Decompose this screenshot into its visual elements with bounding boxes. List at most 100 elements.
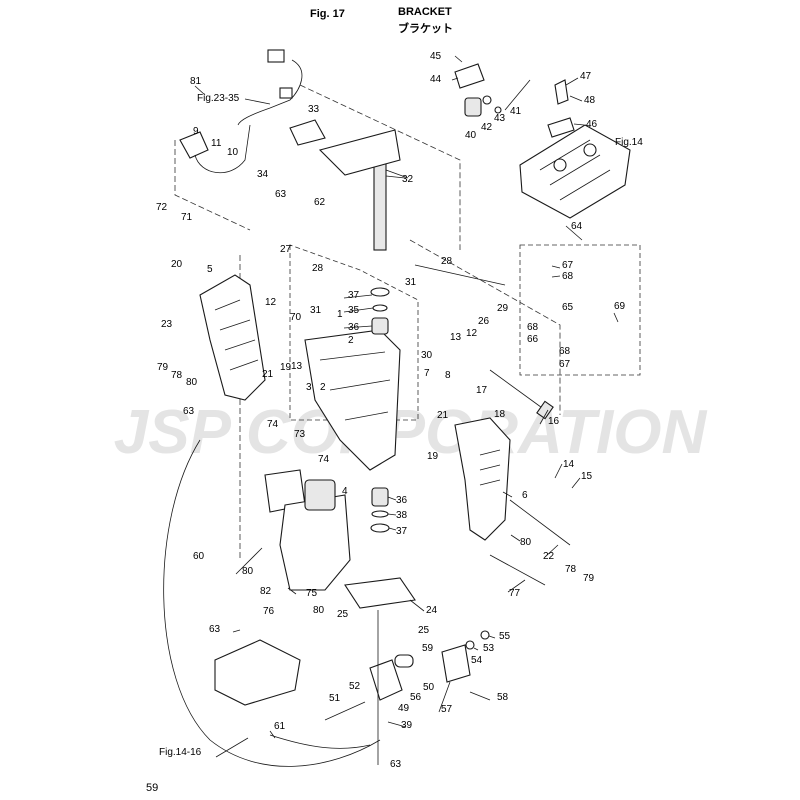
trim-unit-housing [519,124,631,219]
callout-10: 10 [227,147,239,158]
callout-18: 18 [494,409,506,420]
callout-80-swivel: 80 [242,566,254,577]
steering-arm [318,129,401,176]
callout-2-lower: 2 [320,382,326,393]
trim-sensor [179,131,209,159]
callout-39: 39 [401,720,413,731]
callout-25-right: 25 [418,625,430,636]
callout-27: 27 [280,244,292,255]
callout-4: 4 [342,486,348,497]
callout-68-b: 68 [527,322,539,333]
callout-41: 41 [510,106,522,117]
callout-68-c: 68 [559,346,571,357]
tilt-cylinder [279,494,351,591]
trim-unit-port-a [553,158,567,172]
rod-26 [414,264,506,286]
callout-51: 51 [329,693,341,704]
callout-40: 40 [465,130,477,141]
callout-50: 50 [423,682,435,693]
bolt-51 [324,701,366,721]
bracket-57 [441,644,471,683]
callout-44: 44 [430,74,442,85]
callout-47: 47 [580,71,592,82]
clamp-bracket-right [454,417,511,541]
callout-19-right: 19 [427,451,439,462]
callout-22: 22 [543,551,555,562]
callout-15: 15 [581,471,593,482]
callout-7: 7 [424,368,430,379]
swivel-bracket-detail [319,351,391,421]
callout-14: 14 [563,459,575,470]
callout-21-right: 21 [437,410,449,421]
callout-3: 3 [306,382,312,393]
callout-5: 5 [207,264,213,275]
nut-43 [494,106,502,114]
connector-plug [267,49,285,63]
callout-59: 59 [422,643,434,654]
callout-2-upper: 2 [348,335,354,346]
callout-8: 8 [445,370,451,381]
callout-20: 20 [171,259,183,270]
page-title-japanese: ブラケット [398,23,453,35]
callout-67-lower: 67 [559,359,571,370]
callout-49: 49 [398,703,410,714]
figure-number: Fig. 17 [310,8,345,20]
callout-66: 66 [527,334,539,345]
page-number: 59 [146,782,159,794]
right-guide [409,239,561,415]
callout-12-left: 12 [265,297,277,308]
callout-54: 54 [471,655,483,666]
grommet-59 [394,654,414,668]
trim-unit-port-b [583,143,597,157]
callout-36-lower: 36 [396,495,408,506]
callout-64: 64 [571,221,583,232]
callout-45: 45 [430,51,442,62]
callout-37-upper: 37 [348,290,360,301]
upper-left-guide [174,140,251,231]
callout-63-lower: 63 [209,624,221,635]
callout-61: 61 [274,721,286,732]
callout-52: 52 [349,681,361,692]
stopper-plate [344,577,416,609]
ref-fig14-16: Fig.14-16 [159,747,202,758]
callout-43: 43 [494,113,506,124]
bushing-40 [464,97,482,117]
callout-1: 1 [337,309,343,320]
callout-79-left: 79 [157,362,169,373]
callout-71: 71 [181,212,193,223]
callout-11: 11 [211,138,222,149]
cable-61 [269,734,371,749]
clamp-44 [454,63,485,89]
callout-80-left: 80 [186,377,198,388]
callout-62: 62 [314,197,326,208]
callout-53: 53 [483,643,495,654]
callout-46: 46 [586,119,598,130]
callout-31-right: 31 [405,277,417,288]
callout-74-lower: 74 [318,454,330,465]
bracket-33 [289,119,326,146]
callout-33: 33 [308,104,320,115]
callout-29: 29 [497,303,509,314]
watermark-text: JSP CORPORATION [114,398,708,467]
clamp-bracket-left-ribs [214,299,259,371]
shaft-77 [489,554,546,586]
callout-69: 69 [614,301,626,312]
cable-60 [163,439,381,767]
callout-55: 55 [499,631,511,642]
callout-68-a: 68 [562,271,574,282]
callout-12-right: 12 [466,328,478,339]
callout-30: 30 [421,350,433,361]
callout-31-left: 31 [310,305,322,316]
callout-28-right: 28 [441,256,453,267]
callout-78-right: 78 [565,564,577,575]
watermark-logo: JSP CORPORATION [114,398,708,467]
callout-81: 81 [190,76,202,87]
harness-wire [237,59,303,126]
washer-42 [482,95,492,105]
connector-socket [279,87,293,99]
callout-63-bottom: 63 [390,759,402,770]
washer-37-upper [370,287,390,297]
